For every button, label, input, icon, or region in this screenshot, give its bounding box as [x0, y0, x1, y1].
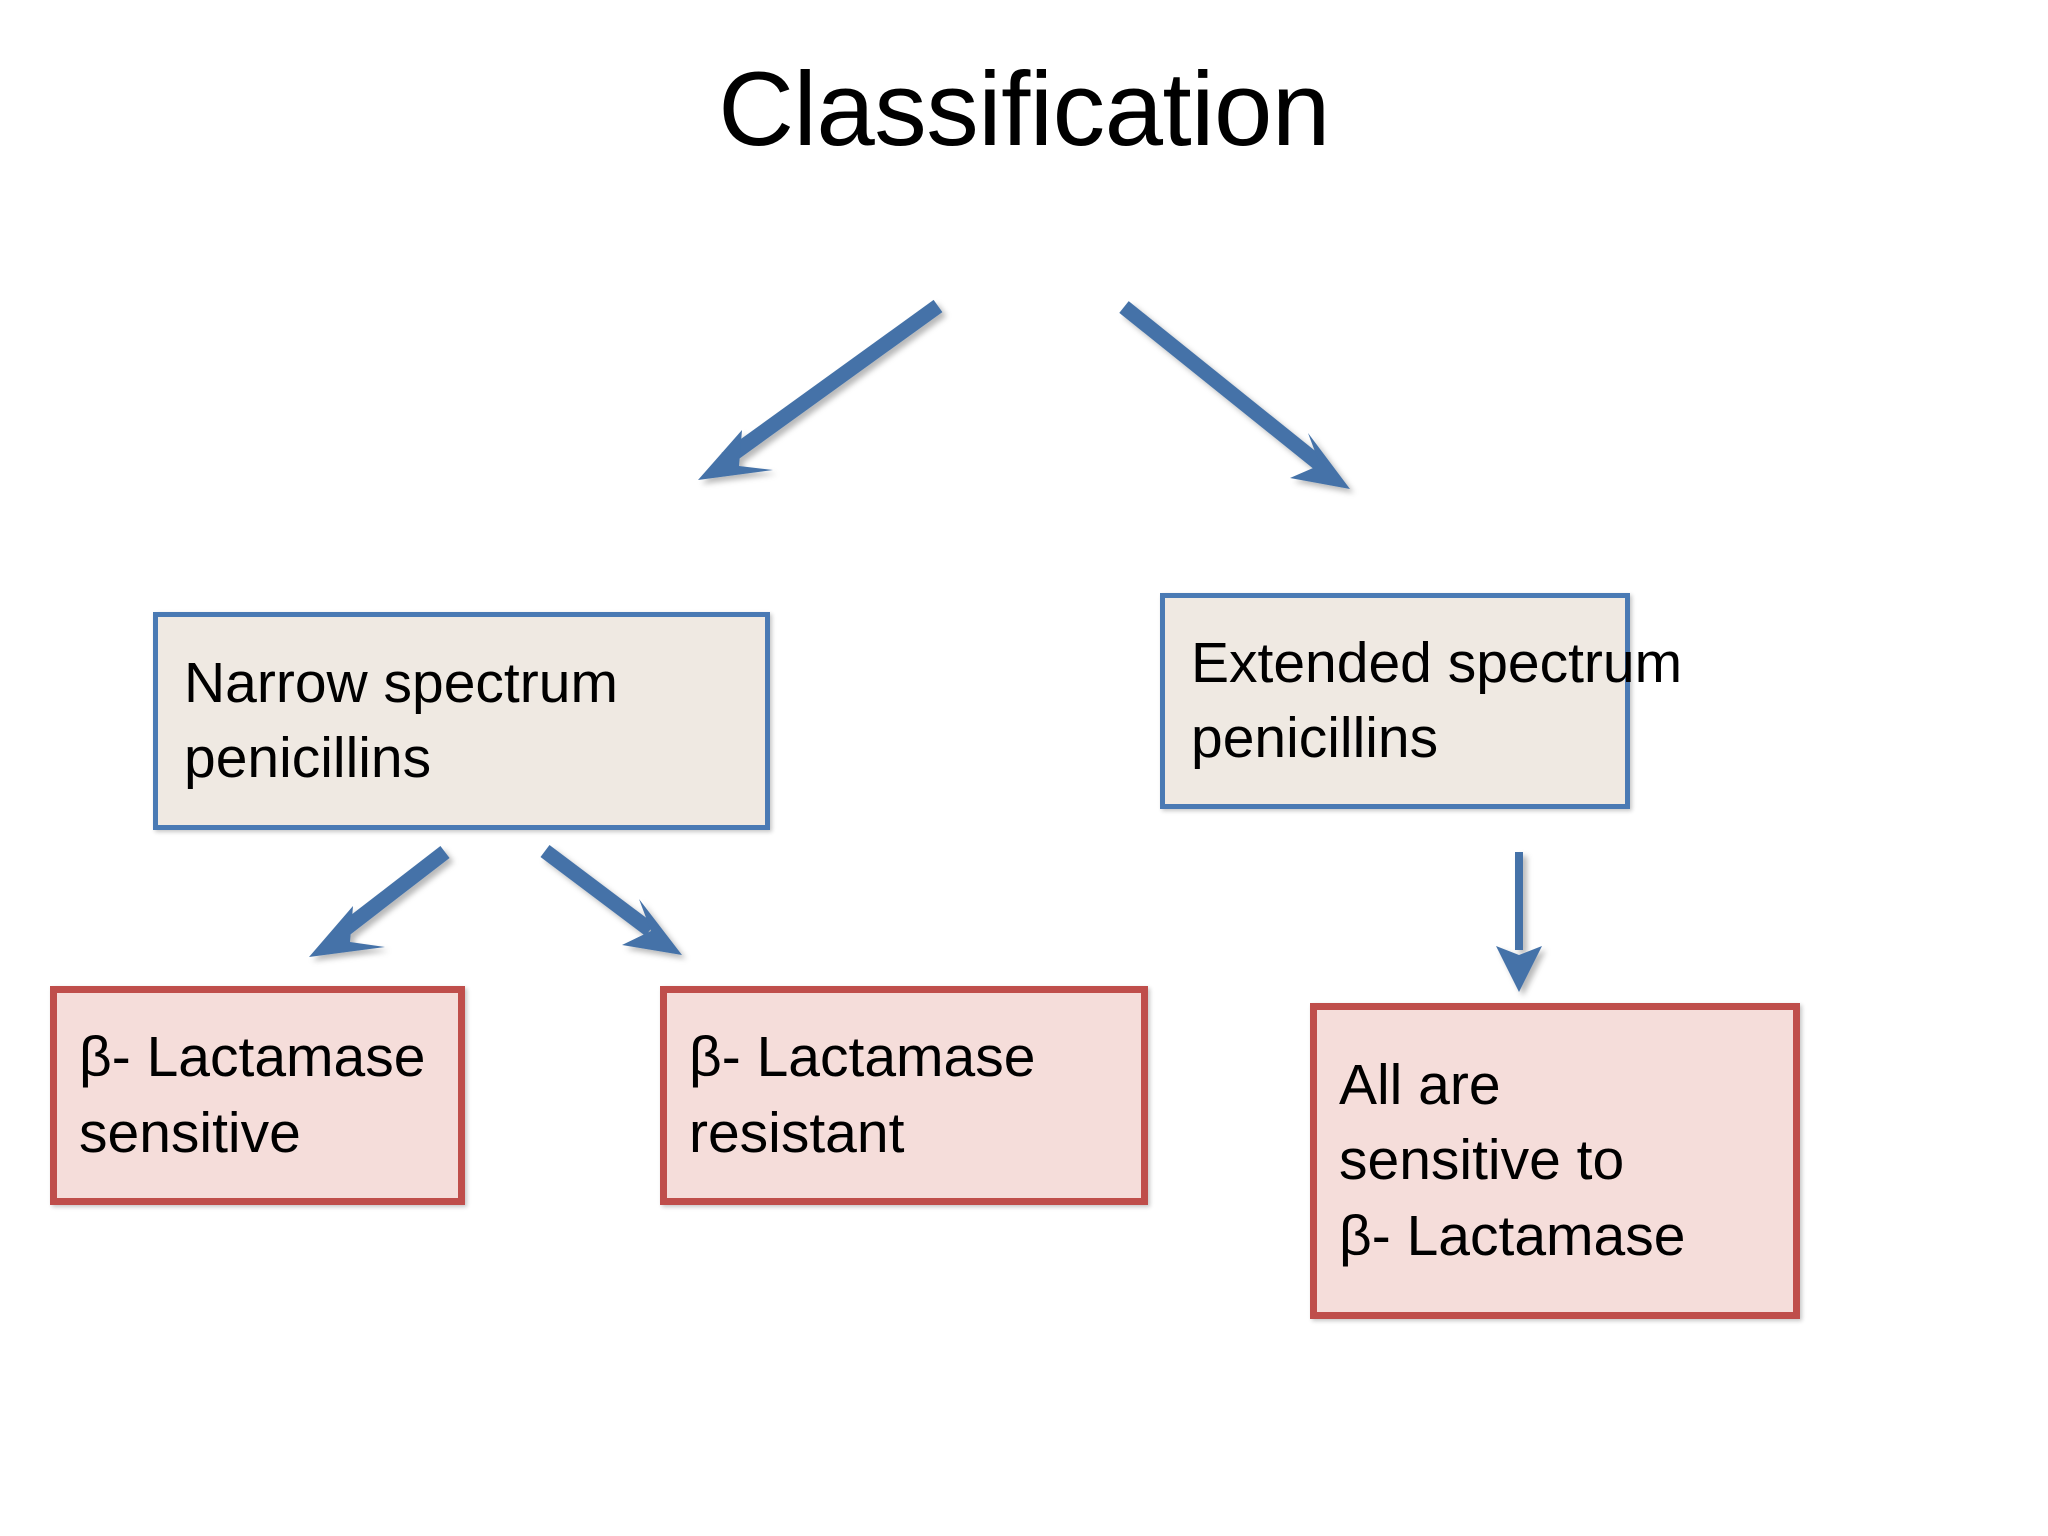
node-extended-spectrum-penicillins[interactable]: Extended spectrum penicillins	[1160, 593, 1683, 809]
arrow-title-to-narrow	[698, 299, 943, 480]
arrow-narrow-to-resistant	[540, 845, 682, 955]
node-beta-lactamase-sensitive[interactable]: β- Lactamase sensitive	[50, 986, 465, 1205]
node-line: penicillins	[184, 726, 432, 790]
node-line: Narrow spectrum	[184, 650, 618, 715]
node-line: All are	[1339, 1053, 1501, 1118]
arrow-title-to-extended	[1119, 301, 1350, 489]
page-title: Classification	[718, 51, 1330, 168]
node-line: resistant	[689, 1100, 905, 1165]
node-beta-lactamase-resistant[interactable]: β- Lactamase resistant	[660, 986, 1148, 1205]
node-line: Extended spectrum	[1191, 630, 1683, 695]
node-line: β- Lactamase	[689, 1025, 1036, 1090]
node-line: sensitive to	[1339, 1128, 1625, 1193]
node-line: β- Lactamase	[79, 1025, 426, 1090]
node-all-are-sensitive-to-beta-lactamase[interactable]: All are sensitive to β- Lactamase	[1310, 1003, 1800, 1319]
node-narrow-spectrum-penicillins[interactable]: Narrow spectrum penicillins	[153, 612, 770, 830]
arrow-extended-to-all-sensitive	[1496, 852, 1542, 992]
arrow-narrow-to-sensitive	[309, 846, 450, 957]
node-line: β- Lactamase	[1339, 1203, 1686, 1268]
node-line: sensitive	[79, 1100, 301, 1165]
node-line: penicillins	[1191, 706, 1439, 770]
